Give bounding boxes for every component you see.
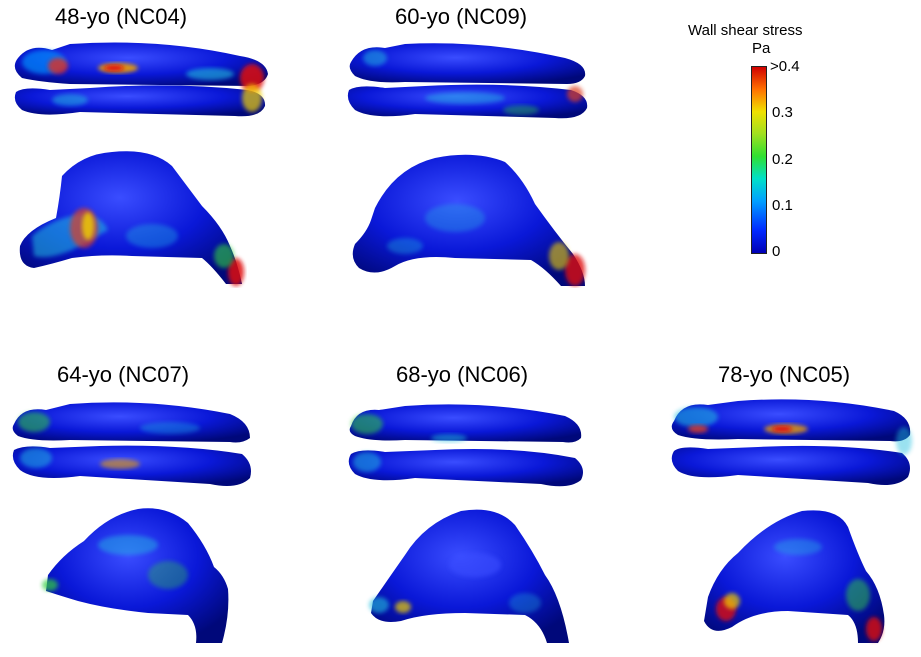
nc04-top-view xyxy=(14,42,268,117)
panel-title-nc07: 64-yo (NC07) xyxy=(57,362,190,387)
legend-title: Wall shear stress xyxy=(688,22,803,39)
nc05-side-view xyxy=(704,510,885,643)
nc04-side-view xyxy=(19,151,244,286)
colorbar-tick-0.3: 0.3 xyxy=(772,104,793,121)
panel-title-nc06: 68-yo (NC06) xyxy=(396,362,529,387)
nc07-side-view xyxy=(42,508,229,643)
colorbar-tick-max: >0.4 xyxy=(770,58,800,75)
nc05-top-view xyxy=(671,399,912,485)
nc06-side-view xyxy=(369,509,569,643)
panel-title-nc09: 60-yo (NC09) xyxy=(395,4,528,29)
nc09-side-view xyxy=(352,154,585,286)
colorbar-tick-0.1: 0.1 xyxy=(772,197,793,214)
panel-title-nc04: 48-yo (NC04) xyxy=(55,4,188,29)
nc09-top-view xyxy=(347,43,588,119)
colorbar-tick-0.2: 0.2 xyxy=(772,151,793,168)
panel-title-nc05: 78-yo (NC05) xyxy=(718,362,851,387)
nc06-top-view xyxy=(348,404,583,487)
colorbar-tick-0: 0 xyxy=(772,243,781,260)
colorbar xyxy=(751,66,767,254)
legend-unit: Pa xyxy=(752,40,771,57)
nc07-top-view xyxy=(12,402,251,486)
